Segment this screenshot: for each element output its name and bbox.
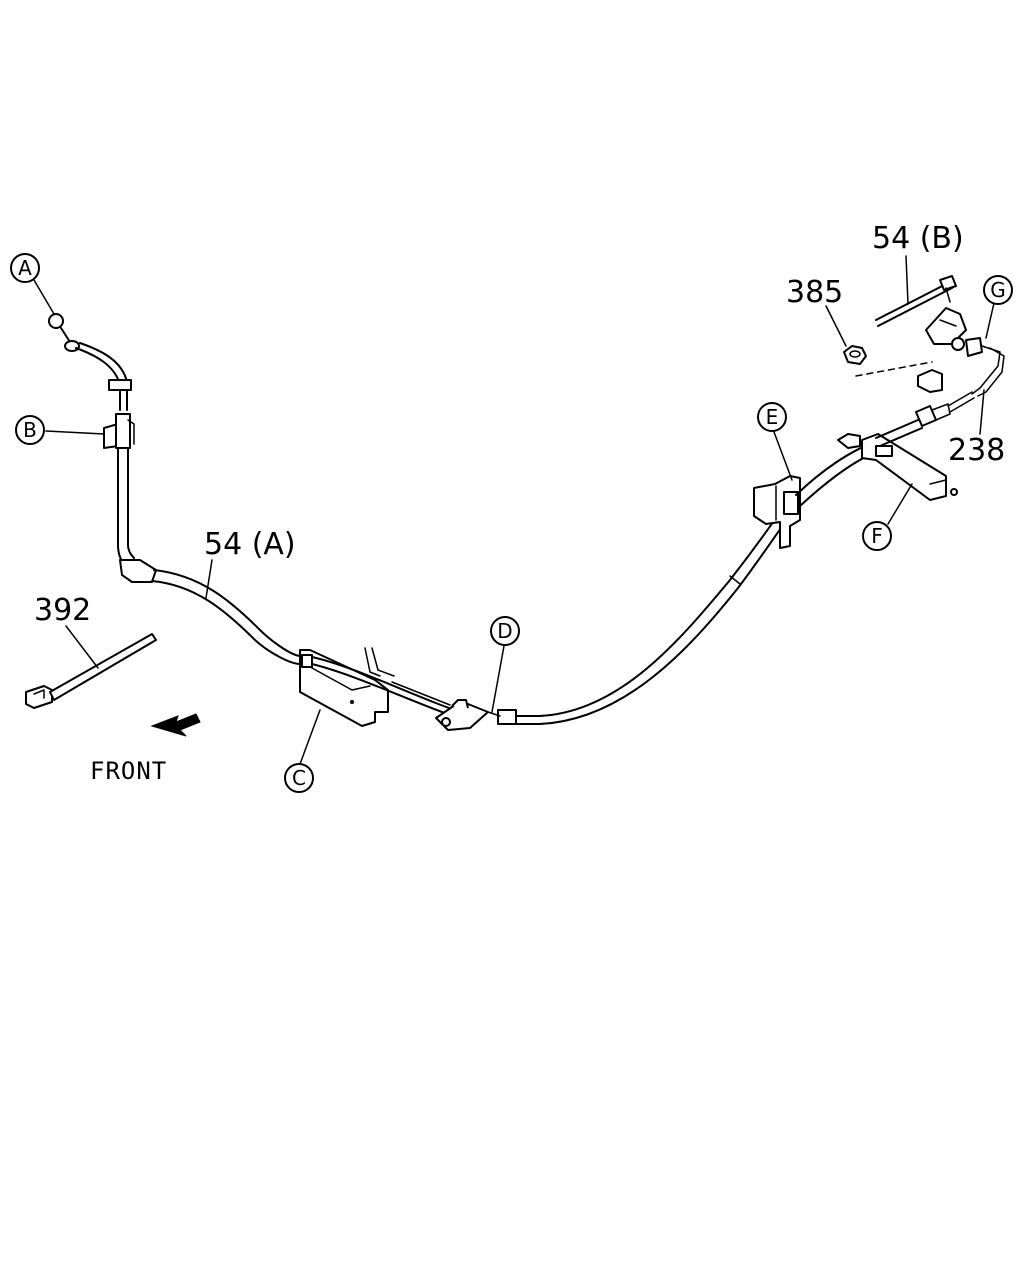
- callout-a-label: A: [18, 256, 32, 280]
- cable-d-to-e: [515, 504, 793, 725]
- part-label-54b: 54 (B): [872, 221, 964, 256]
- callout-g: G: [983, 275, 1013, 305]
- front-label: FRONT: [90, 757, 167, 785]
- front-arrow: [150, 713, 201, 737]
- callout-d: D: [490, 616, 520, 646]
- bracket-e: [753, 475, 801, 549]
- part-label-385: 385: [786, 275, 843, 310]
- cable-54b: [875, 275, 957, 327]
- callout-e: E: [757, 402, 787, 432]
- callout-g-label: G: [990, 278, 1006, 302]
- callout-b: B: [15, 415, 45, 445]
- callout-f: F: [862, 521, 892, 551]
- cable-54a: [48, 313, 301, 665]
- part-label-392: 392: [34, 593, 91, 628]
- callout-e-label: E: [766, 405, 779, 429]
- bracket-f: [837, 433, 958, 501]
- cable-rear-end: [875, 391, 975, 447]
- leader-lines: [33, 255, 995, 765]
- nut-385: [843, 345, 943, 393]
- callout-b-label: B: [23, 418, 37, 442]
- callout-a: A: [10, 253, 40, 283]
- callout-c: C: [284, 763, 314, 793]
- callout-f-label: F: [871, 524, 883, 548]
- callout-d-label: D: [497, 619, 512, 643]
- callout-c-label: C: [292, 766, 306, 790]
- part-label-238: 238: [948, 433, 1005, 468]
- part-label-54a: 54 (A): [204, 527, 296, 562]
- cable-tie-392: [25, 633, 157, 709]
